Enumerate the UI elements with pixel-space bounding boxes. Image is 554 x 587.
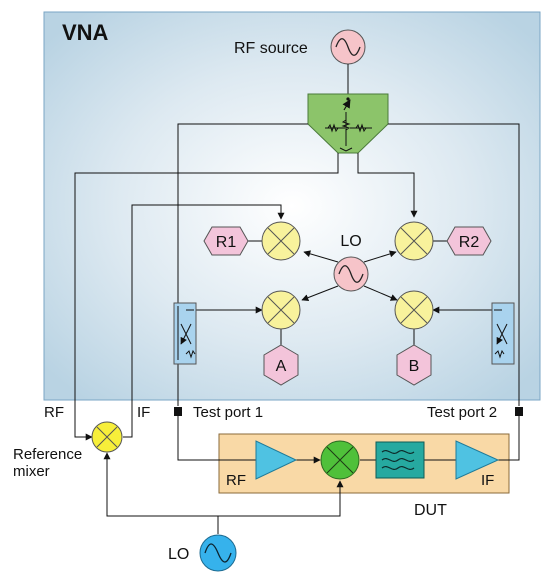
- receiver-a-label: A: [276, 358, 287, 375]
- receiver-r2: R2: [446, 226, 492, 256]
- mixer-a-icon: [261, 290, 301, 330]
- reference-mixer-label-line2: mixer: [13, 463, 50, 480]
- ref-mixer-if-label: IF: [137, 404, 150, 421]
- dut-label: DUT: [414, 502, 447, 519]
- rf-source-icon: [330, 29, 366, 65]
- reference-mixer-icon: [91, 421, 123, 453]
- dut-if-label: IF: [481, 472, 494, 489]
- vna-title: VNA: [62, 20, 109, 45]
- internal-lo-icon: [333, 256, 369, 292]
- receiver-b-label: B: [409, 358, 420, 375]
- receiver-r1-label: R1: [216, 234, 237, 251]
- mixer-r2-icon: [394, 221, 434, 261]
- dut-mixer-icon: [320, 440, 360, 480]
- ref-mixer-rf-label: RF: [44, 404, 64, 421]
- vna-enclosure: [43, 11, 541, 401]
- test-port-1-marker: [174, 407, 182, 416]
- internal-lo-label: LO: [340, 233, 361, 250]
- mixer-b-icon: [394, 290, 434, 330]
- test-port-2-label: Test port 2: [427, 404, 497, 421]
- receiver-r1: R1: [203, 226, 249, 256]
- dut-input-amplifier-icon: [255, 440, 298, 480]
- splitter-switch-icon: [307, 93, 389, 154]
- receiver-r2-label: R2: [459, 234, 480, 251]
- coupler-port2-icon: [492, 302, 520, 365]
- dut-output-amplifier-icon: [455, 440, 500, 480]
- mixer-r1-icon: [261, 221, 301, 261]
- dut-filter-icon: [375, 441, 425, 479]
- rf-source-label: RF source: [234, 40, 308, 57]
- receiver-b: B: [396, 344, 432, 386]
- test-port-1-label: Test port 1: [193, 404, 263, 421]
- reference-mixer-label-line1: Reference: [13, 446, 82, 463]
- external-lo-label: LO: [168, 546, 189, 563]
- dut-rf-label: RF: [226, 472, 246, 489]
- coupler-port1-icon: [173, 302, 197, 365]
- receiver-a: A: [263, 344, 299, 386]
- test-port-2-marker: [515, 407, 523, 416]
- external-lo-icon: [199, 534, 237, 572]
- dut-wiring: [103, 416, 520, 534]
